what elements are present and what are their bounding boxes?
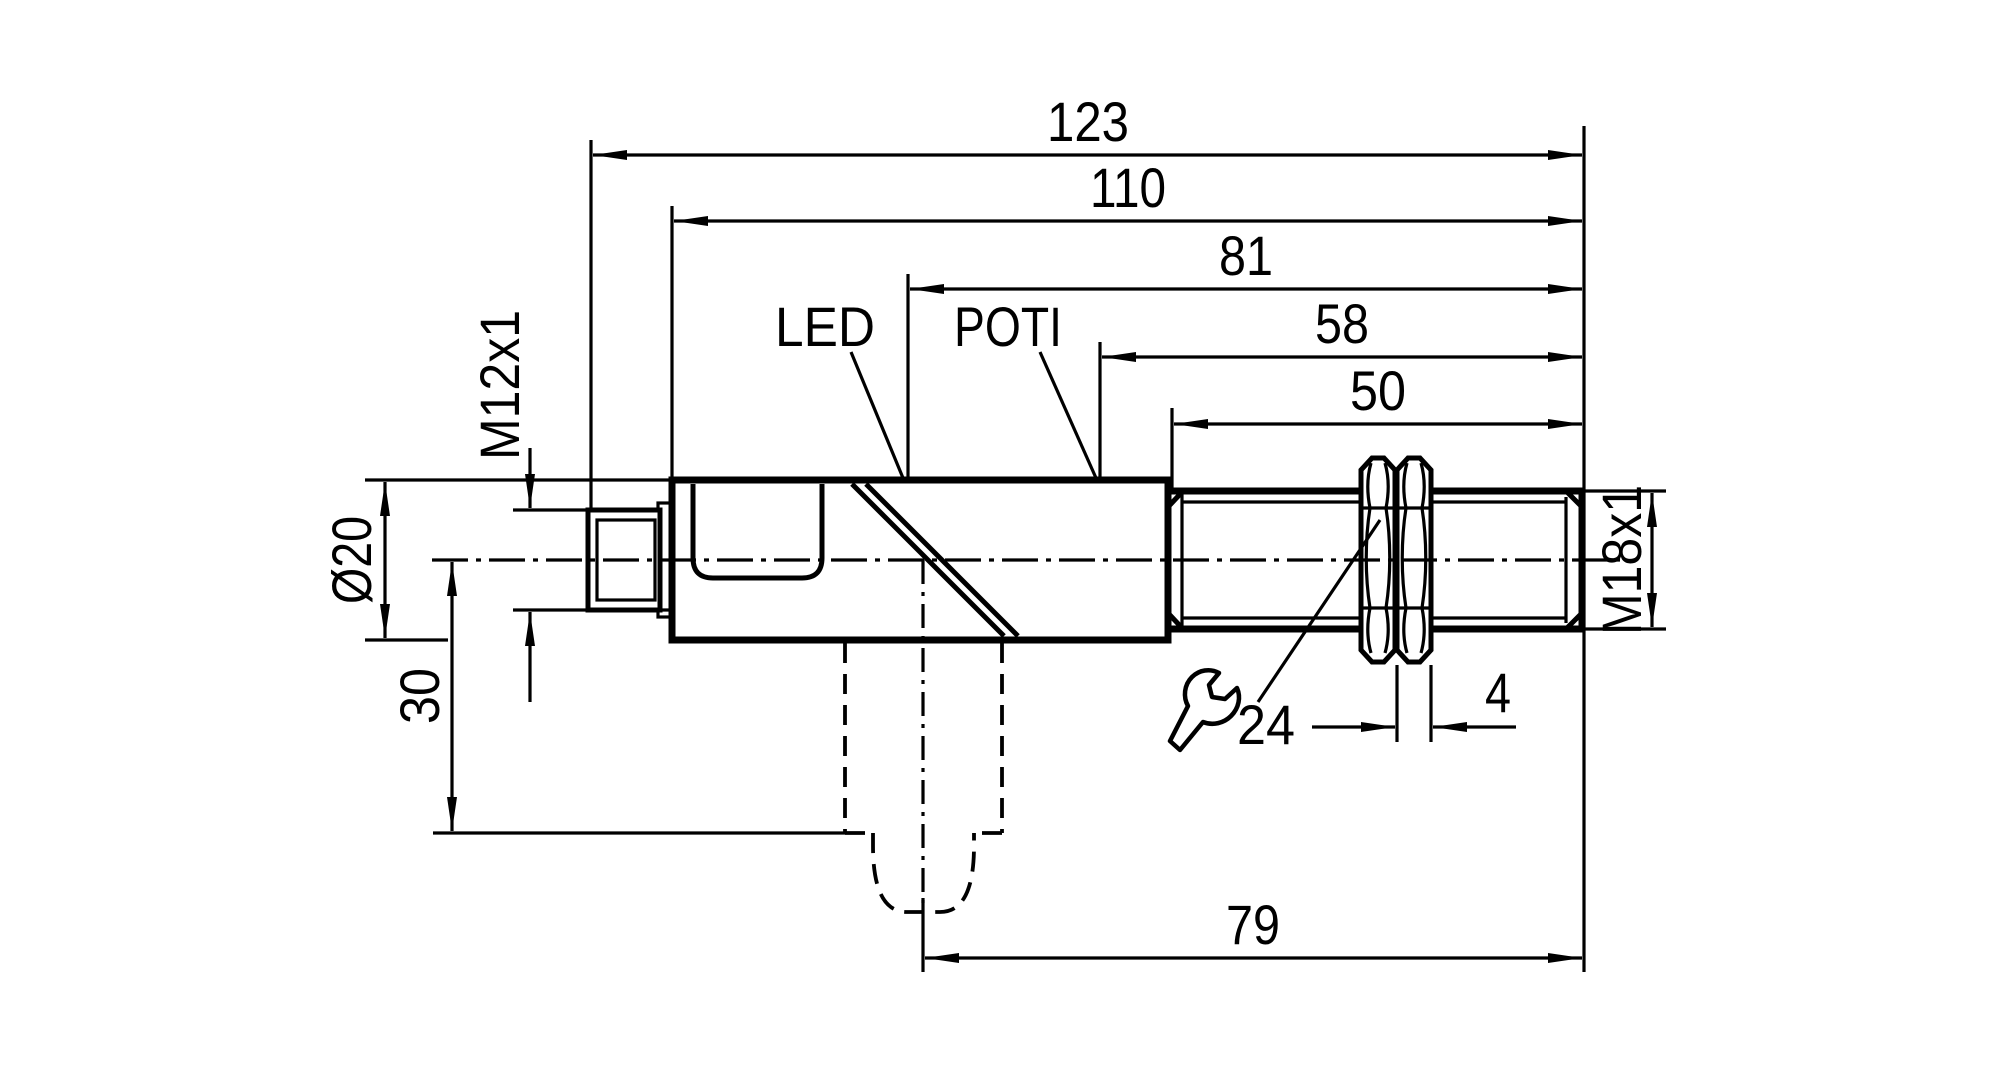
dim-label-m12x1: M12x1: [468, 310, 531, 460]
dim-housing-diameter: Ø20: [320, 482, 390, 638]
diagonal-band-line-1: [850, 482, 1006, 638]
dim-label-30: 30: [388, 668, 451, 724]
nut1-facet-curves: [1364, 462, 1392, 654]
poti-leader-line: [1038, 351, 1098, 479]
dim-poti-to-tip: 58: [1102, 292, 1582, 362]
dim-led-to-tip: 81: [910, 224, 1582, 294]
dim-connector-thread: M12x1: [468, 310, 535, 702]
dim-housing-to-tip: 110: [674, 156, 1582, 226]
dim-axis-to-tip: 79: [925, 893, 1582, 963]
dim-mounting-thread: M18x1: [1590, 485, 1657, 635]
dim-thread-length: 50: [1174, 359, 1582, 429]
sensor-outline: [432, 455, 1620, 914]
diagonal-band-line-2: [864, 482, 1020, 638]
barrel-tip-chamfer-bottom: [1564, 611, 1584, 631]
led-label: LED: [775, 295, 875, 358]
extension-lines: [365, 126, 1666, 972]
wrench-size-callout: 24: [1167, 519, 1382, 756]
feature-callouts: LED POTI: [775, 295, 1098, 479]
dim-label-4: 4: [1485, 661, 1511, 724]
dim-label-m18x1: M18x1: [1590, 485, 1653, 635]
wrench-leader-line: [1256, 519, 1382, 703]
connector-thread-profile: [595, 518, 657, 602]
dim-label-123: 123: [1047, 90, 1129, 153]
dim-label-24: 24: [1237, 693, 1295, 756]
center-lines: [432, 558, 1620, 903]
dimension-annotations: 123 110 81 58 50 79 Ø20: [320, 90, 1666, 972]
dim-label-81: 81: [1219, 224, 1273, 287]
dim-label-dia20: Ø20: [320, 516, 383, 604]
dim-label-79: 79: [1226, 893, 1280, 956]
dim-label-110: 110: [1090, 156, 1166, 219]
dim-label-58: 58: [1315, 292, 1369, 355]
dim-overall-length: 123: [593, 90, 1582, 160]
nut2-facet-curves: [1400, 462, 1428, 654]
led-window-slot: [690, 484, 825, 581]
barrel-tip-chamfer-top: [1564, 489, 1584, 509]
poti-label: POTI: [954, 295, 1062, 358]
wrench-icon: [1167, 667, 1242, 753]
dim-label-50: 50: [1350, 359, 1406, 422]
led-leader-line: [849, 351, 905, 479]
dim-axis-to-plug: 30: [388, 562, 457, 831]
dim-nut-thickness: 4: [1312, 661, 1516, 732]
